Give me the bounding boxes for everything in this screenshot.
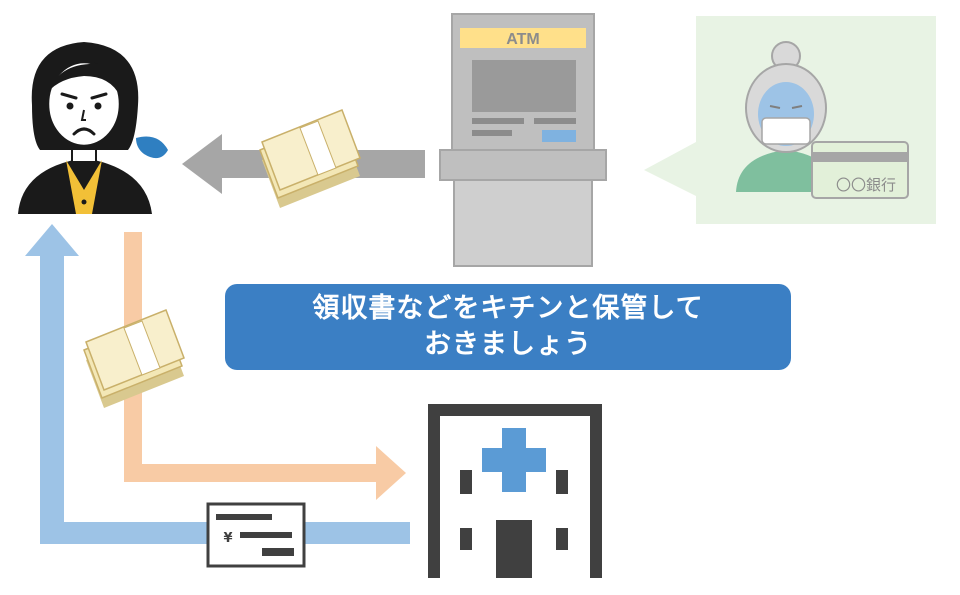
- bank-card-label: 〇〇銀行: [836, 176, 896, 194]
- receipt-icon: [206, 502, 306, 568]
- bank-card-icon: [811, 141, 909, 199]
- hospital-building-icon: [428, 404, 602, 578]
- advice-line-2: おきましょう: [424, 329, 592, 360]
- money-stack-top: [259, 109, 361, 208]
- atm-machine-icon: [439, 13, 607, 267]
- money-stack-left: [83, 309, 185, 408]
- receipt-yen-symbol: ¥: [223, 531, 232, 546]
- sweat-drop-icon: [136, 136, 168, 159]
- atm-label: ATM: [506, 31, 539, 48]
- advice-line-1: 領収書などをキチンと保管して: [312, 293, 704, 324]
- blue-return-arrow: [25, 224, 410, 544]
- worried-person-icon: [18, 42, 152, 214]
- advice-message-box: 領収書などをキチンと保管して おきましょう: [225, 284, 791, 370]
